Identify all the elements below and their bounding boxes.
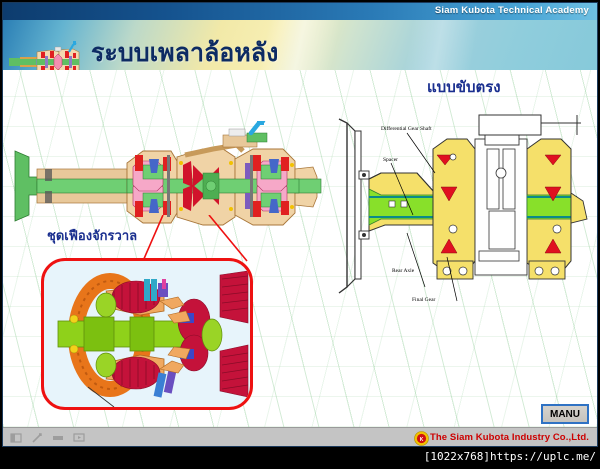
label-differential-gear-shaft: Differential Gear Shaft: [381, 126, 432, 132]
callout-leader-lines: [143, 215, 248, 262]
watermark-bar: [1022x768]https://uplc.me/: [0, 447, 600, 469]
manu-button[interactable]: MANU: [541, 404, 589, 424]
label-final-gear: Final Gear: [412, 297, 436, 303]
academy-title: Siam Kubota Technical Academy: [434, 5, 589, 16]
siam-kubota-logo: K: [414, 431, 429, 446]
label-rear-axle: Rear Axle: [392, 268, 415, 274]
slide-frame: Siam Kubota Technical Academy: [2, 2, 598, 447]
top-banner: Siam Kubota Technical Academy: [3, 3, 597, 20]
direct-drive-title: แบบขับตรง: [427, 79, 501, 96]
watermark-text: [1022x768]https://uplc.me/: [423, 450, 596, 463]
page-title: ระบบเพลาล้อหลัง: [91, 39, 279, 67]
view-toolbar[interactable]: [10, 432, 85, 444]
label-spacer: Spacer: [383, 157, 398, 163]
rear-axle-cross-section-diagram: [7, 121, 323, 251]
footer-bar: K The Siam Kubota Industry Co.,Ltd.: [3, 427, 597, 446]
slide-show-icon[interactable]: [73, 432, 85, 444]
normal-view-icon[interactable]: [10, 432, 22, 444]
slide-sorter-icon[interactable]: [31, 432, 43, 444]
header-band: ระบบเพลาล้อหลัง: [3, 20, 597, 70]
direct-drive-cross-section-diagram: [329, 101, 595, 311]
company-name: The Siam Kubota Industry Co.,Ltd.: [430, 432, 589, 443]
svg-text:K: K: [420, 437, 424, 443]
notes-page-icon[interactable]: [52, 432, 64, 444]
rear-axle-mini-diagram-icon: [7, 40, 87, 70]
universal-gear-set-detail-callout: [41, 258, 253, 410]
universal-gear-set-label: ชุดเฟืองจักรวาล: [47, 228, 138, 243]
